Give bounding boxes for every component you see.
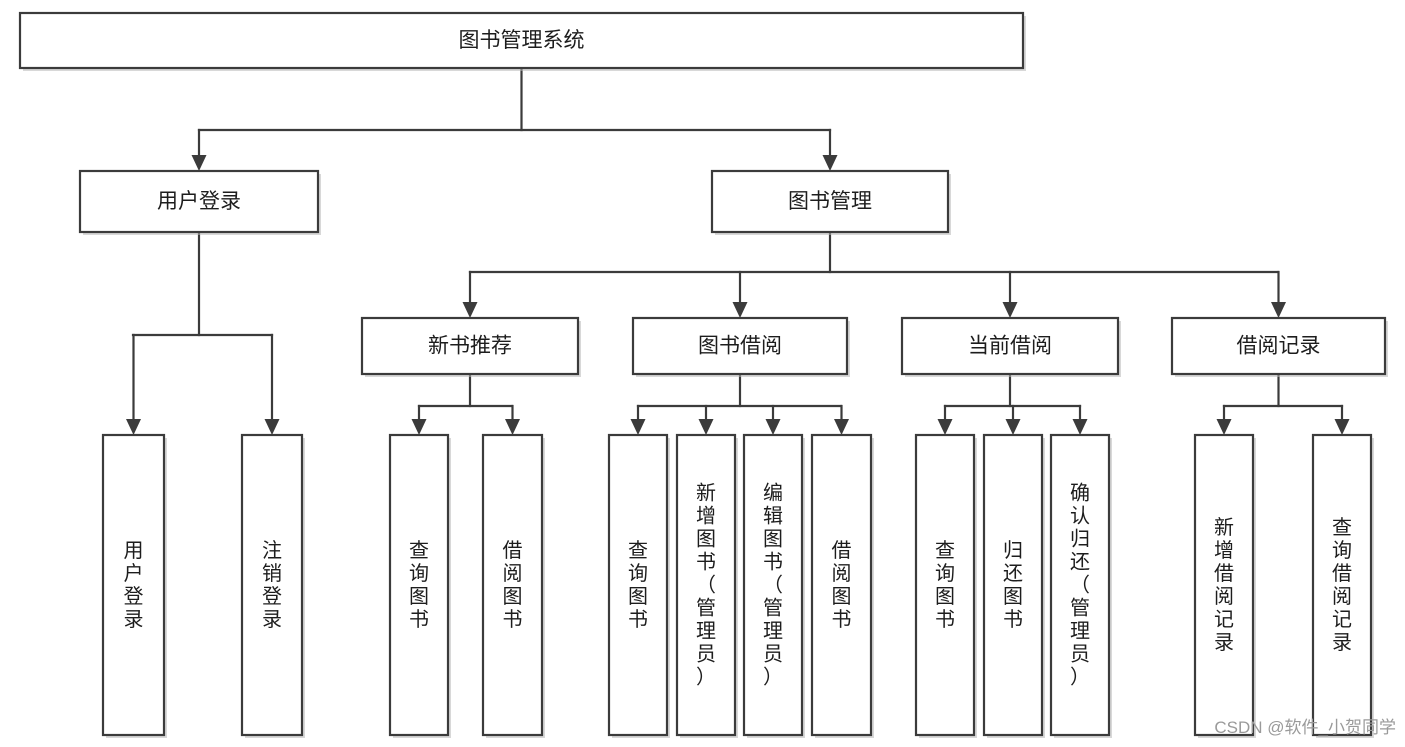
- connector-layer: [126, 66, 1350, 435]
- node-leaf-borrow-edit[interactable]: 编辑图书（管理员）: [742, 433, 805, 738]
- node-leaf-user-login[interactable]: 用户登录: [101, 433, 167, 738]
- arrow-head-icon: [505, 419, 520, 435]
- node-label: 确认归还（管理员）: [1070, 481, 1090, 688]
- connector-group-user-login: [126, 230, 280, 435]
- arrow-head-icon: [1005, 419, 1021, 435]
- node-box[interactable]: [710, 169, 950, 234]
- node-root[interactable]: 图书管理系统: [18, 11, 1026, 71]
- node-box[interactable]: [631, 316, 849, 376]
- node-label: 用户登录: [124, 540, 144, 631]
- arrow-head-icon: [732, 302, 748, 318]
- arrow-head-icon: [630, 419, 646, 435]
- arrow-head-icon: [937, 419, 953, 435]
- node-box[interactable]: [388, 433, 450, 737]
- node-layer: 图书管理系统用户登录图书管理新书推荐图书借阅当前借阅借阅记录用户登录注销登录查询…: [18, 11, 1388, 738]
- node-label: 借阅记录: [1237, 335, 1321, 358]
- node-label: 借阅图书: [503, 539, 523, 631]
- arrow-head-icon: [765, 419, 781, 435]
- node-leaf-current-confirm[interactable]: 确认归还（管理员）: [1049, 433, 1112, 738]
- node-label: 新书推荐: [428, 335, 512, 358]
- arrow-head-icon: [462, 302, 478, 318]
- node-label: 归还图书: [1003, 539, 1023, 631]
- arrow-head-icon: [126, 419, 141, 435]
- node-box[interactable]: [675, 433, 737, 737]
- node-box[interactable]: [240, 433, 304, 737]
- node-box[interactable]: [1170, 316, 1387, 376]
- node-box[interactable]: [1049, 433, 1111, 737]
- node-label: 借阅图书: [832, 539, 852, 631]
- node-box[interactable]: [1311, 433, 1373, 737]
- node-label: 图书管理系统: [459, 29, 585, 52]
- csdn-watermark: CSDN @软件_小贺同学: [1214, 718, 1396, 737]
- node-box[interactable]: [78, 169, 320, 234]
- node-leaf-record-query[interactable]: 查询借阅记录: [1311, 433, 1374, 738]
- node-book-borrow[interactable]: 图书借阅: [631, 316, 850, 377]
- node-leaf-borrow-query[interactable]: 查询图书: [607, 433, 670, 738]
- node-label: 新增借阅记录: [1214, 516, 1234, 654]
- connector-group-current-borrow: [937, 372, 1088, 435]
- node-leaf-borrow-add[interactable]: 新增图书（管理员）: [675, 433, 738, 738]
- arrow-head-icon: [822, 155, 838, 171]
- connector-group-book-borrow: [630, 372, 849, 435]
- node-label: 图书管理: [788, 190, 872, 213]
- node-label: 查询图书: [409, 539, 429, 631]
- node-box[interactable]: [742, 433, 804, 737]
- node-label: 注销登录: [262, 539, 282, 631]
- node-book-management[interactable]: 图书管理: [710, 169, 951, 235]
- node-leaf-current-return[interactable]: 归还图书: [982, 433, 1045, 738]
- connector-group-new-book-recommend: [411, 372, 520, 435]
- arrow-head-icon: [1334, 419, 1350, 435]
- node-label: 查询图书: [935, 539, 955, 631]
- node-label: 查询借阅记录: [1332, 516, 1352, 654]
- node-box[interactable]: [101, 433, 166, 737]
- node-leaf-recommend-query[interactable]: 查询图书: [388, 433, 451, 738]
- node-leaf-recommend-borrow[interactable]: 借阅图书: [481, 433, 545, 738]
- node-label: 图书借阅: [698, 335, 782, 358]
- node-box[interactable]: [1193, 433, 1255, 737]
- arrow-head-icon: [698, 419, 714, 435]
- connector-group-borrow-record: [1216, 372, 1350, 435]
- arrow-head-icon: [1072, 419, 1088, 435]
- node-box[interactable]: [607, 433, 669, 737]
- arrow-head-icon: [411, 419, 427, 435]
- arrow-head-icon: [1271, 302, 1286, 318]
- node-box[interactable]: [900, 316, 1120, 376]
- connector-group-root: [191, 66, 838, 171]
- node-label: 查询图书: [628, 539, 648, 631]
- node-box[interactable]: [18, 11, 1025, 70]
- node-box[interactable]: [360, 316, 580, 376]
- node-user-login[interactable]: 用户登录: [78, 169, 321, 235]
- node-leaf-user-logout[interactable]: 注销登录: [240, 433, 305, 738]
- node-label: 当前借阅: [968, 335, 1052, 358]
- arrow-head-icon: [1216, 419, 1232, 435]
- arrow-head-icon: [264, 419, 280, 435]
- connector-group-book-management: [462, 230, 1286, 318]
- node-box[interactable]: [914, 433, 976, 737]
- node-box[interactable]: [810, 433, 873, 737]
- node-leaf-borrow-lend[interactable]: 借阅图书: [810, 433, 874, 738]
- node-box[interactable]: [982, 433, 1044, 737]
- arrow-head-icon: [191, 155, 207, 171]
- node-label: 新增图书（管理员）: [696, 481, 716, 688]
- node-box[interactable]: [481, 433, 544, 737]
- node-new-book-recommend[interactable]: 新书推荐: [360, 316, 581, 377]
- node-label: 编辑图书（管理员）: [763, 481, 783, 688]
- node-current-borrow[interactable]: 当前借阅: [900, 316, 1121, 377]
- arrow-head-icon: [834, 419, 849, 435]
- node-leaf-record-add[interactable]: 新增借阅记录: [1193, 433, 1256, 738]
- node-leaf-current-query[interactable]: 查询图书: [914, 433, 977, 738]
- node-borrow-record[interactable]: 借阅记录: [1170, 316, 1388, 377]
- node-label: 用户登录: [157, 190, 241, 213]
- arrow-head-icon: [1002, 302, 1018, 318]
